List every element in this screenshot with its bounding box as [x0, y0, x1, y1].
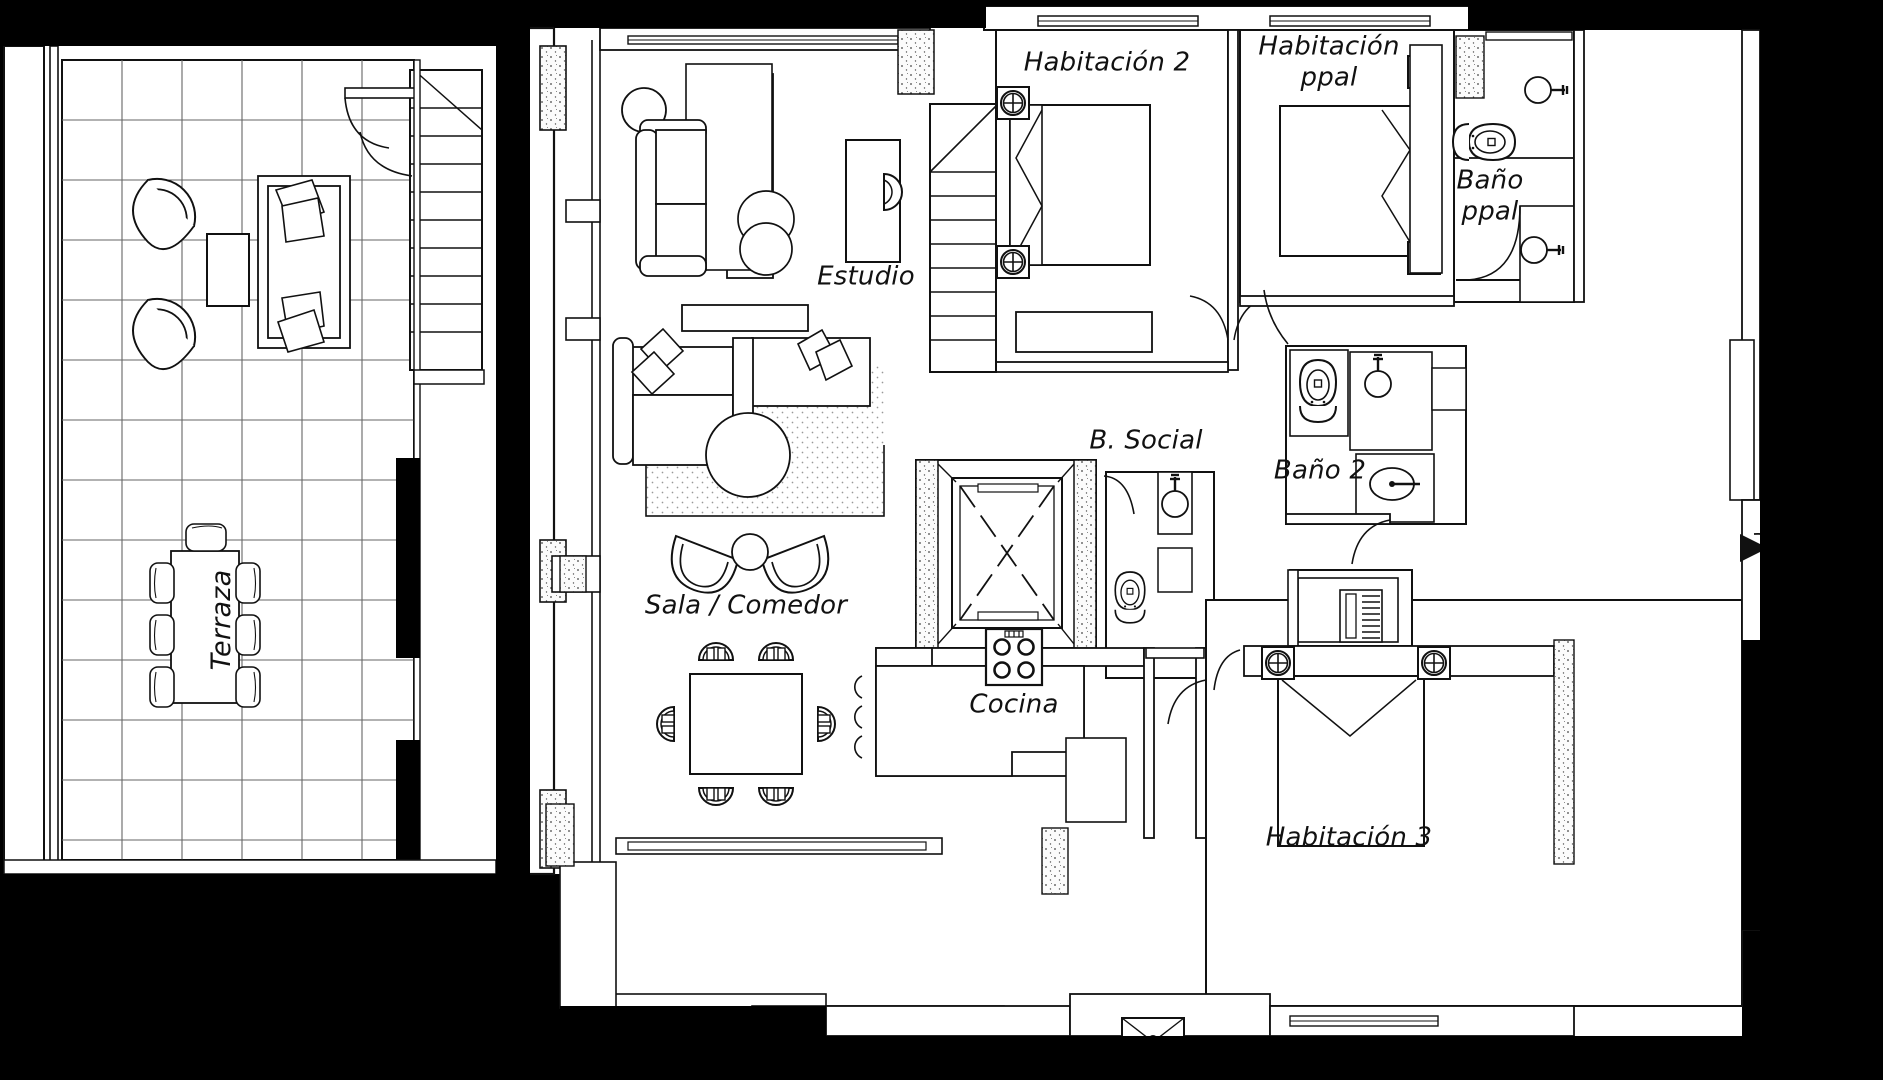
habitacion-3-room — [1205, 569, 1743, 1007]
dining-set-interior — [656, 642, 836, 806]
toilet-icon — [1452, 123, 1516, 161]
bano-ppal-room — [1452, 29, 1575, 303]
north-arrow-icon — [1740, 534, 1768, 562]
toilet-icon — [1114, 571, 1146, 624]
hall-door-swing — [1167, 679, 1207, 725]
top-facade-windows — [599, 27, 931, 51]
bano-social-room — [1103, 471, 1215, 679]
dresser — [1015, 311, 1153, 353]
habitacion-2-room — [995, 29, 1229, 371]
terrace-stair — [409, 69, 483, 371]
living-sofa-group — [621, 63, 795, 279]
terrace-door-swing — [344, 97, 390, 149]
door-swing-hab2 — [1189, 295, 1229, 341]
nightstand-icon — [1261, 646, 1295, 680]
interior-stair — [929, 103, 997, 373]
bano2-door-swing — [1263, 289, 1289, 345]
terrace-block — [3, 45, 497, 875]
terrace-sofa — [257, 175, 351, 353]
nightstand-icon — [996, 86, 1030, 120]
round-stool — [731, 533, 769, 571]
toilet-icon — [1299, 359, 1337, 423]
sectional-sofa-group — [612, 327, 885, 517]
bano-2-room — [1263, 289, 1467, 565]
hab3-door-swing — [1213, 649, 1241, 691]
estudio-furniture — [845, 139, 903, 263]
terrace-dining-set — [149, 523, 261, 708]
terrace-lounge-chair-1 — [132, 177, 197, 251]
nightstand-icon — [1417, 646, 1451, 680]
bsocial-door-swing — [1103, 475, 1135, 515]
round-coffee-table — [705, 412, 791, 498]
habitacion-ppal-room — [1239, 29, 1455, 303]
bano2-door-swing-2 — [1351, 519, 1391, 565]
nightstand-icon — [996, 245, 1030, 279]
terrace-door-leaf — [344, 87, 418, 99]
terrace-door-swing-2 — [359, 131, 413, 177]
terrace-side-table — [206, 233, 250, 307]
terrace-lounge-chair-2 — [132, 297, 197, 371]
cocina-room — [854, 627, 1145, 823]
elevator-core — [915, 459, 1097, 649]
apartment-shell — [526, 5, 1799, 1072]
accent-chair-pair — [670, 533, 830, 594]
bano-ppal-door-swing — [1455, 205, 1521, 281]
bedroom-facade-windows — [1037, 15, 1431, 27]
console-table — [681, 304, 809, 332]
stove-icon — [984, 627, 1044, 687]
